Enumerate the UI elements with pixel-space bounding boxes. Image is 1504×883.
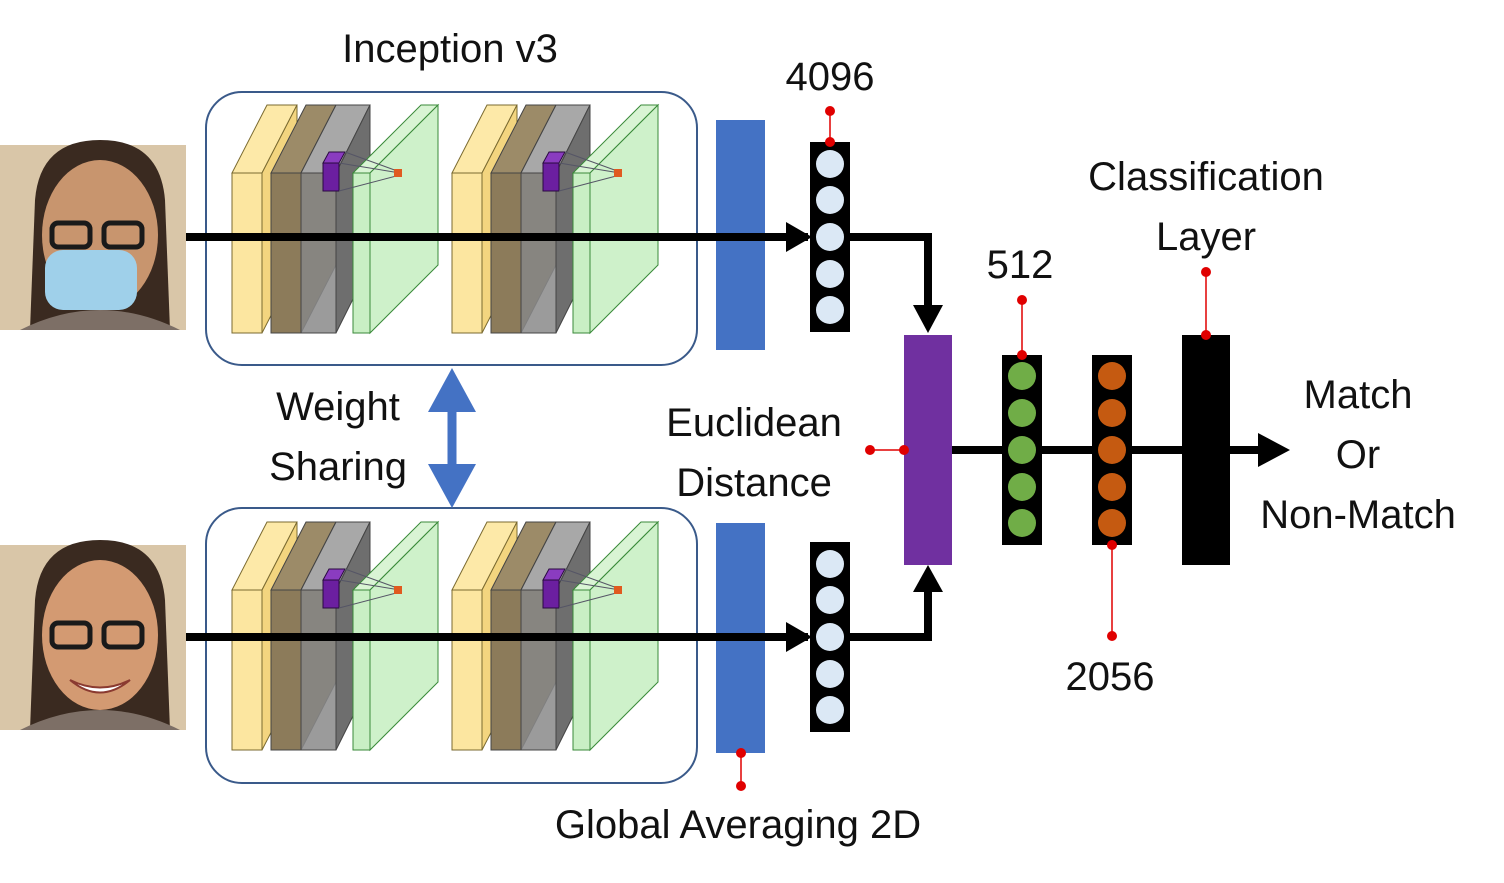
conv-stack-bottom-2 xyxy=(451,520,660,752)
inception-block-top xyxy=(205,91,698,366)
conv-stack-top-2 xyxy=(451,103,660,335)
dim-4096-label: 4096 xyxy=(786,55,875,99)
output-label-line3: Non-Match xyxy=(1260,493,1456,537)
dim-512-label: 512 xyxy=(987,243,1054,287)
classification-label-line2: Layer xyxy=(1156,215,1256,259)
classification-layer-bar xyxy=(1182,335,1230,565)
unmasked-face-photo xyxy=(0,540,186,730)
feature-vector-bottom xyxy=(810,542,850,732)
classification-label-line1: Classification xyxy=(1088,155,1324,199)
feature-vector-top xyxy=(810,142,850,332)
inception-label: Inception v3 xyxy=(342,27,558,71)
global-avg-label: Global Averaging 2D xyxy=(555,803,921,847)
weight-sharing-line2: Sharing xyxy=(269,445,407,489)
euclidean-distance-bar xyxy=(904,335,952,565)
dense-2056-layer xyxy=(1092,355,1132,545)
weight-sharing-arrow xyxy=(428,368,476,508)
masked-face-photo xyxy=(0,140,186,330)
output-label-line1: Match xyxy=(1304,373,1413,417)
weight-sharing-line1: Weight xyxy=(276,385,400,429)
inception-block-bottom xyxy=(205,507,698,784)
euclidean-label-line2: Distance xyxy=(676,461,832,505)
output-label-line2: Or xyxy=(1336,433,1380,477)
pointer-lines xyxy=(736,106,1211,791)
flow-arrows xyxy=(186,222,1290,652)
dim-2056-label: 2056 xyxy=(1066,655,1155,699)
euclidean-label-line1: Euclidean xyxy=(666,401,842,445)
conv-stack-top-1 xyxy=(231,103,440,335)
dense-512-layer xyxy=(1002,355,1042,545)
